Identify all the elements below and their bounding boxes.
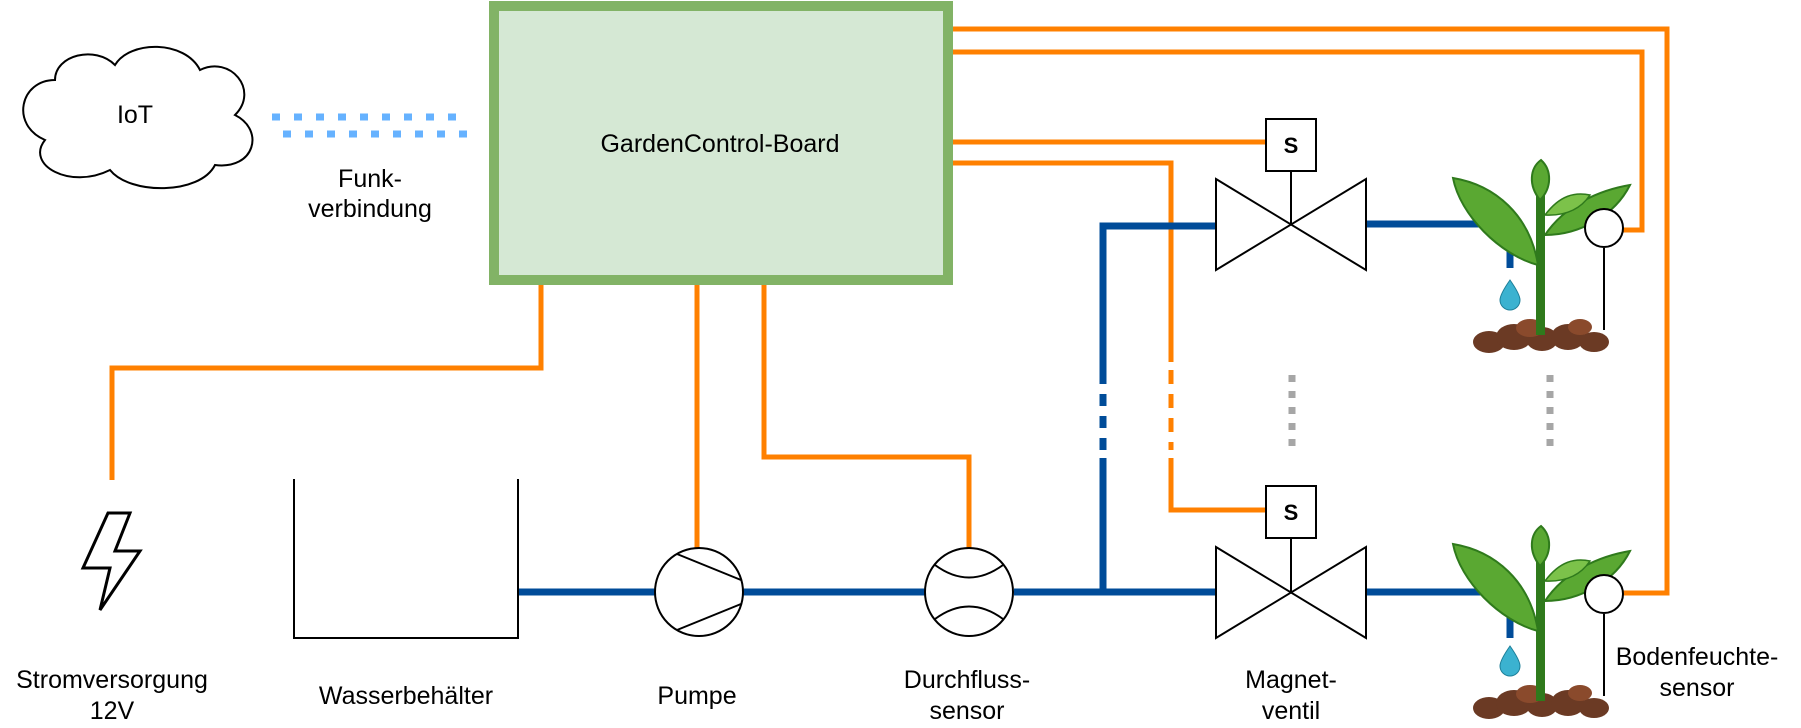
moisture-sensor-circle (1584, 208, 1624, 248)
plant-leaf-left (1451, 176, 1540, 267)
plant-leaf-small (1543, 559, 1592, 582)
more-outlets-indicator (1288, 375, 1554, 455)
lightning-bolt-icon (80, 511, 143, 611)
solenoid-valve-top: S (1215, 118, 1367, 272)
cloud-icon (22, 45, 254, 190)
power-label-line2: 12V (90, 697, 135, 725)
valve-top-bowtie (1215, 177, 1367, 272)
power-supply: Stromversorgung 12V (16, 511, 208, 725)
bottom-valve-wire-upper (953, 160, 1174, 362)
plant-leaf-small (1543, 193, 1592, 216)
garden-control-board: GardenControl-Board (489, 1, 953, 285)
board-label: GardenControl-Board (600, 130, 839, 158)
water-drop-icon (1499, 279, 1521, 311)
soil (1473, 685, 1609, 719)
tank-label: Wasserbehälter (319, 682, 493, 710)
pump: Pumpe (654, 547, 744, 710)
tank-outline (293, 479, 519, 639)
pump-line-bottom (676, 603, 742, 631)
wireless-link: Funk- verbindung (272, 113, 470, 223)
bottom-moisture-sensor-wire (953, 26, 1670, 596)
valve-bottom-bowtie (1215, 545, 1367, 640)
pump-label: Pumpe (657, 682, 736, 710)
moisture-sensor-circle (1584, 574, 1624, 614)
moisture-label-line1: Bodenfeuchte- (1616, 643, 1779, 671)
top-moisture-sensor-wire (953, 49, 1645, 233)
iot-cloud: IoT (22, 45, 254, 190)
plant-top (1451, 158, 1632, 353)
valve-label-line2: ventil (1262, 697, 1320, 725)
flow-sensor-wire (761, 282, 972, 548)
plant-leaf-left (1451, 542, 1540, 633)
flow-sensor: Durchfluss- sensor (904, 547, 1030, 725)
valve-top-symbol: S (1284, 133, 1299, 158)
bottom-valve-wire-lower (1168, 458, 1266, 513)
board-box (489, 1, 953, 285)
plant-stem (1536, 170, 1545, 335)
flow-sensor-circle (924, 547, 1014, 637)
water-tank: Wasserbehälter (293, 479, 519, 710)
valve-bottom-actuator (1265, 485, 1317, 539)
power-wire (109, 282, 544, 480)
valve-top-actuator (1265, 118, 1317, 172)
flow-sensor-arc-bottom (934, 605, 1004, 620)
valve-bottom-symbol: S (1284, 500, 1299, 525)
pump-circle (654, 547, 744, 637)
wireless-label-line2: verbindung (308, 195, 432, 223)
plant-bottom (1451, 524, 1632, 719)
flow-sensor-arc-top (934, 564, 1004, 579)
signal-wires (109, 26, 1670, 596)
pipe-branch-upper (1099, 222, 1216, 372)
valve-label-line1: Magnet- (1245, 666, 1337, 694)
power-label-line1: Stromversorgung (16, 666, 208, 694)
flow-label-line2: sensor (929, 697, 1004, 725)
flow-label-line1: Durchfluss- (904, 666, 1030, 694)
water-drop-icon (1499, 645, 1521, 677)
plant-leaf-top (1530, 158, 1551, 202)
cloud-label: IoT (117, 101, 153, 129)
pump-line-top (676, 553, 742, 581)
plant-stem (1536, 536, 1545, 701)
plant-leaf-top (1530, 524, 1551, 568)
solenoid-valve-bottom: S Magnet- ventil (1215, 485, 1367, 725)
soil (1473, 319, 1609, 353)
moisture-label-line2: sensor (1659, 674, 1734, 702)
wireless-label-line1: Funk- (338, 165, 402, 193)
